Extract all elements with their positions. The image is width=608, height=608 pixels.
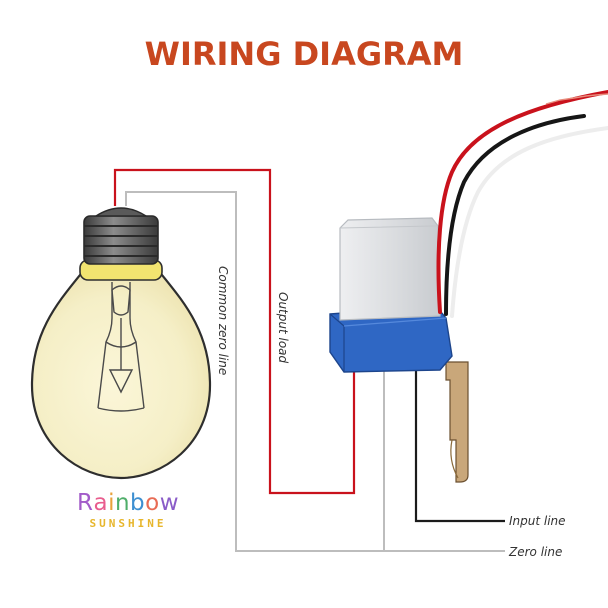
- lamp-wiring: [113, 168, 505, 552]
- brand-logo: Rainbow SUNSHINE: [66, 492, 190, 530]
- common-zero-wire: [125, 191, 505, 552]
- photocell-switch-icon: [329, 217, 469, 483]
- switch-cable-leads: [436, 90, 608, 318]
- input-wire: [414, 370, 505, 523]
- input-line-label: Input line: [509, 514, 566, 528]
- brand-name-letter: o: [145, 490, 160, 516]
- diagram-title: WIRING DIAGRAM: [144, 35, 464, 73]
- light-bulb-icon: [30, 207, 212, 480]
- brand-name-letter: i: [108, 490, 115, 516]
- brand-name-letter: w: [159, 490, 180, 516]
- brand-name-letter: R: [76, 490, 94, 516]
- output-load-wire: [113, 168, 356, 495]
- common-zero-line-label: Common zero line: [216, 266, 230, 375]
- output-load-label: Output load: [276, 292, 290, 364]
- brand-name: Rainbow: [66, 492, 190, 515]
- zero-line-label: Zero line: [508, 545, 562, 559]
- brand-name-letter: n: [114, 490, 131, 516]
- brand-name-letter: a: [93, 490, 109, 516]
- brand-name-letter: b: [130, 490, 146, 516]
- brand-tagline: SUNSHINE: [89, 517, 167, 530]
